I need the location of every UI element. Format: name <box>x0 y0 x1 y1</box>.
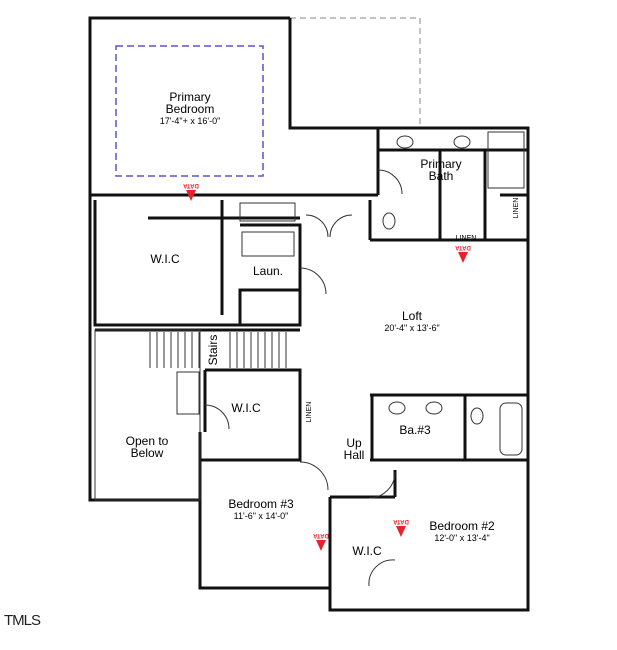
open-to-below-label-2: Below <box>131 446 164 460</box>
cabinet <box>239 202 296 222</box>
data-marker-label: DATA <box>392 518 408 524</box>
data-marker-icon <box>186 190 196 201</box>
bedroom3-dims: 11'-6" x 14'-0" <box>234 511 289 521</box>
door-swing <box>377 169 403 195</box>
stairs-label: Stairs <box>206 335 220 366</box>
laundry-label: Laun. <box>253 264 283 278</box>
exterior-walls <box>88 16 530 612</box>
primary-bath-label-2: Bath <box>429 169 454 183</box>
data-marker-icon <box>316 540 326 551</box>
up-hall-label-2: Hall <box>344 448 365 462</box>
toilet-icon <box>470 407 484 425</box>
data-marker-label: DATA <box>312 532 328 538</box>
data-marker-label: DATA <box>182 182 198 188</box>
linen-label: LINEN <box>456 235 477 242</box>
linen-label: LINEN <box>513 198 520 219</box>
washer-dryer-icon <box>241 231 295 257</box>
bedroom2-dims: 12'-0" x 13'-4" <box>434 533 489 543</box>
open-to-below-area <box>94 329 201 501</box>
door-swing <box>368 559 396 587</box>
wic-label: W.I.C <box>231 401 261 415</box>
data-marker-icon <box>458 252 468 263</box>
cabinet <box>176 371 200 415</box>
wic-label: W.I.C <box>352 544 382 558</box>
sink-icon <box>388 401 406 415</box>
data-marker-icon <box>396 526 406 537</box>
primary-bath-label: Primary <box>420 157 461 171</box>
primary-bedroom-label: Primary <box>169 90 210 104</box>
double-door <box>305 214 353 238</box>
data-marker-icons <box>186 190 468 551</box>
sink-icon <box>396 135 414 149</box>
primary-bedroom-dims: 17'-4"+ x 16'-0" <box>160 116 221 126</box>
tray-ceiling-outline <box>115 45 264 177</box>
loft-label: Loft <box>402 309 423 323</box>
toilet-icon <box>382 212 396 230</box>
linen-label: LINEN <box>306 402 313 423</box>
sink-icon <box>453 135 471 149</box>
up-hall-label: Up <box>346 436 362 450</box>
stair-treads <box>149 332 287 368</box>
shower-icon <box>487 131 525 189</box>
loft-dims: 20'-4" x 13'-6" <box>384 323 439 333</box>
bathtub-icon <box>499 402 523 456</box>
door-swing <box>204 404 230 430</box>
sink-icon <box>425 401 443 415</box>
brand-logo: TMLS <box>4 612 41 629</box>
covered-area-outline <box>290 17 421 129</box>
bedroom3-label: Bedroom #3 <box>228 497 294 511</box>
data-marker-label: DATA <box>454 244 470 250</box>
bath3-label: Ba.#3 <box>399 423 431 437</box>
bedroom2-label: Bedroom #2 <box>429 519 495 533</box>
door-swing <box>368 471 396 499</box>
door-swing <box>299 461 329 491</box>
open-to-below-label: Open to <box>126 434 169 448</box>
primary-bedroom-label-2: Bedroom <box>166 102 215 116</box>
door-swing <box>299 267 327 295</box>
wic-label: W.I.C <box>150 252 180 266</box>
